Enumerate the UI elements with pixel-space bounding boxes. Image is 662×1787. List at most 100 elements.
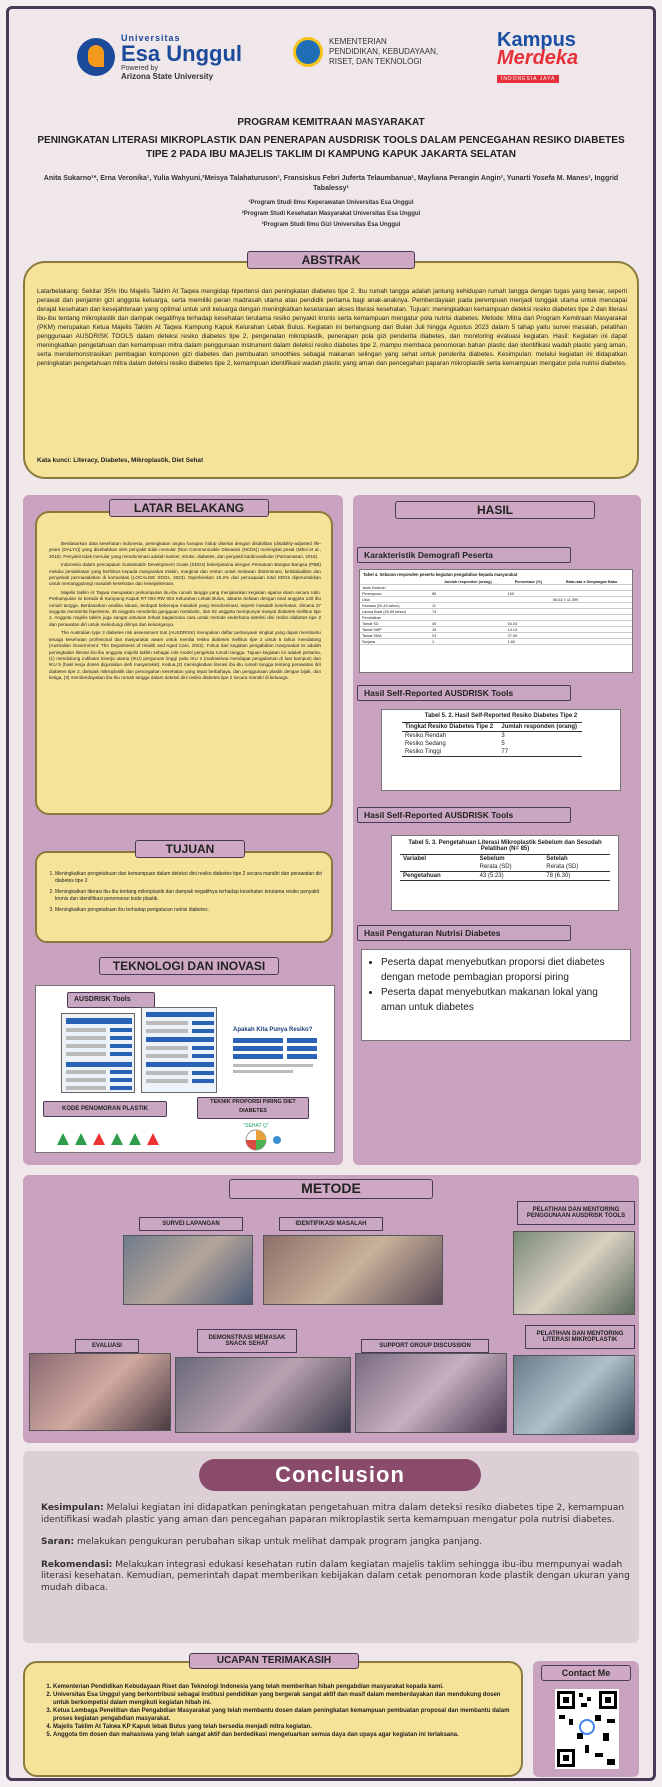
ausdrisk-tools-label: AUSDRISK Tools	[67, 992, 155, 1008]
table5-panel: Tabel 5. 2. Hasil Self-Reported Resiko D…	[381, 709, 621, 791]
table5-cell: Resiko Tinggi	[405, 749, 442, 755]
kesimpulan-label: Kesimpulan:	[41, 1503, 104, 1513]
selfreported-label-1: Hasil Self-Reported AUSDRISK Tools	[357, 685, 571, 701]
photo-identifikasi	[263, 1235, 443, 1305]
table4-cell: 23	[430, 632, 506, 639]
conclusion-heading: Conclusion	[199, 1459, 481, 1491]
table5-header: Jumlah responden (orang)	[501, 724, 578, 730]
metode-heading: METODE	[229, 1179, 433, 1199]
table4-cell: 56.62 ± 11.399	[551, 596, 632, 603]
hasil-heading: HASIL	[395, 501, 595, 519]
piring-image: "SEHAT Q"	[219, 1123, 293, 1151]
table53-cell: 43 (5.23)	[479, 873, 504, 879]
table4-cell: Lansia Awal (45-59 tahun)	[360, 608, 431, 615]
thanks-heading: UCAPAN TERIMAKASIH	[189, 1653, 359, 1669]
table4-cell	[551, 626, 632, 633]
table5-title: Tabel 5. 2. Hasil Self-Reported Resiko D…	[424, 713, 578, 719]
table4-cell	[430, 584, 506, 591]
table4-cell	[551, 590, 632, 597]
photo-survei	[123, 1235, 253, 1305]
table5-cell: Resiko Rendah	[405, 733, 447, 739]
table53-row: Pengetahuan 43 (5.23) 78 (6.30)	[400, 872, 610, 881]
table4-panel: Tabel 4. Sebaran responden peserta kegia…	[359, 569, 633, 673]
table53-subheader: Rerata (SD)	[546, 864, 579, 870]
table4-header: Persentase (%)	[505, 579, 552, 585]
sehat-q-text: "SEHAT Q"	[243, 1123, 269, 1129]
metode-label-evaluasi: EVALUASI	[75, 1339, 139, 1353]
ausdrisk-form-image	[61, 1013, 135, 1093]
plastic-codes-image	[49, 1121, 161, 1149]
affiliation-1: ¹Program Studi Ilmu Keperawatan Universi…	[248, 200, 414, 206]
esa-unggul-emblem-icon	[77, 38, 115, 76]
qr-code-icon	[555, 1689, 619, 1769]
table4-cell	[505, 596, 552, 603]
table53-header: Sebelum	[479, 856, 505, 862]
affiliation-2: ²Program Studi Kesehatan Masyarakat Univ…	[241, 211, 421, 217]
latar-p2: Indonesia dalam pencapaian Sustainable D…	[49, 562, 321, 587]
table4-cell	[430, 614, 506, 621]
ausdrisk-form-image-2	[141, 1007, 217, 1093]
risk-question-image: Apakah Kita Punya Resiko?	[231, 1025, 321, 1081]
table4-row: Jenis Kelamin	[360, 584, 632, 591]
metode-label-identifikasi: IDENTIFIKASI MASALAH	[279, 1217, 383, 1231]
tujuan-item: Meningkatkan pengetahuan ibu terhadap pe…	[55, 907, 327, 914]
nutrisi-panel	[361, 949, 631, 1041]
main-title: PENINGKATAN LITERASI MIKROPLASTIK DAN PE…	[37, 135, 625, 160]
table4-cell: 74	[430, 608, 506, 615]
table53-cell: 78 (6.30)	[546, 873, 571, 879]
kemendikbud-logo: KEMENTERIAN PENDIDIKAN, KEBUDAYAAN, RISE…	[293, 37, 438, 67]
table4-cell: 1.80	[505, 638, 552, 645]
ue-line2: Esa Unggul	[121, 41, 243, 66]
table5: Tingkat Resiko Diabetes Tipe 2 Jumlah re…	[402, 722, 582, 757]
abstrak-keywords: Kata kunci: Literacy, Diabetes, Mikropla…	[37, 457, 204, 464]
risk-score-graphic	[233, 1038, 317, 1073]
table4-title: Tabel 4. Sebaran responden peserta kegia…	[363, 572, 518, 577]
table4: Jumlah responden (orang) Persentase (%) …	[360, 579, 632, 645]
table5-cell: 77	[501, 749, 509, 755]
table4-cell: Perempuan	[360, 590, 431, 597]
table4-cell: 54.04	[505, 620, 552, 627]
table53-header: Variabel	[403, 856, 427, 862]
table4-cell	[551, 608, 632, 615]
ue-line1: Universitas	[121, 33, 181, 43]
kode-plastik-label: KODE PENOMORAN PLASTIK	[43, 1101, 167, 1117]
piring-label: TEKNIK PROPORSI PIRING DIET DIABETES	[197, 1097, 309, 1119]
kemen-line1: KEMENTERIAN	[329, 37, 387, 46]
metode-label-ausdrisk: PELATIHAN DAN MENTORING PENGGUNAAN AUSDR…	[517, 1201, 635, 1225]
thanks-item: Anggota tim dosen dan mahasiswa yang tel…	[53, 1731, 513, 1739]
affiliation-3: ³Program Studi Ilmu Gizi Universitas Esa…	[261, 222, 401, 228]
tut-wuri-emblem-icon	[293, 37, 323, 67]
km-line2: Merdeka	[497, 47, 579, 69]
photo-evaluasi	[29, 1353, 171, 1431]
table4-cell	[551, 632, 632, 639]
table53-subheader-row: Rerata (SD) Rerata (SD)	[400, 863, 610, 872]
qr-code[interactable]	[555, 1689, 619, 1769]
latar-p3: Majelis taklim At Taqwa merupakan perkum…	[49, 589, 321, 627]
recycle-codes-graphic	[57, 1133, 159, 1145]
table4-header	[360, 579, 431, 585]
plate-icon	[245, 1129, 281, 1151]
table4-cell: 1	[430, 638, 506, 645]
table4-cell: 46	[430, 620, 506, 627]
nutrisi-list: Peserta dapat menyebutkan proporsi diet …	[371, 955, 621, 1015]
ue-line3: Powered by	[121, 65, 158, 72]
conclusion-text: Kesimpulan: Melalui kegiatan ini didapat…	[41, 1503, 641, 1605]
table4-cell: 14.13	[505, 626, 552, 633]
demografi-label: Karakteristik Demografi Peserta	[357, 547, 571, 563]
thanks-item: Universitas Esa Unggul yang berkontribus…	[53, 1691, 513, 1707]
table4-header-row: Jumlah responden (orang) Persentase (%) …	[360, 579, 632, 585]
rekomendasi-label: Rekomendasi:	[41, 1559, 113, 1570]
table4-cell: 15	[430, 626, 506, 633]
table4-cell: Tamat SD	[360, 620, 431, 627]
tujuan-item: Meningkatkan pengetahuan dan kemampuan d…	[55, 871, 327, 885]
table4-cell: Sarjana	[360, 638, 431, 645]
table4-cell	[551, 602, 632, 609]
thanks-item: Kementerian Pendidikan Kebudayaan Riset …	[53, 1683, 513, 1691]
latar-heading: LATAR BELAKANG	[109, 499, 269, 517]
esa-unggul-logo: Universitas Esa Unggul Powered by Arizon…	[77, 33, 242, 81]
